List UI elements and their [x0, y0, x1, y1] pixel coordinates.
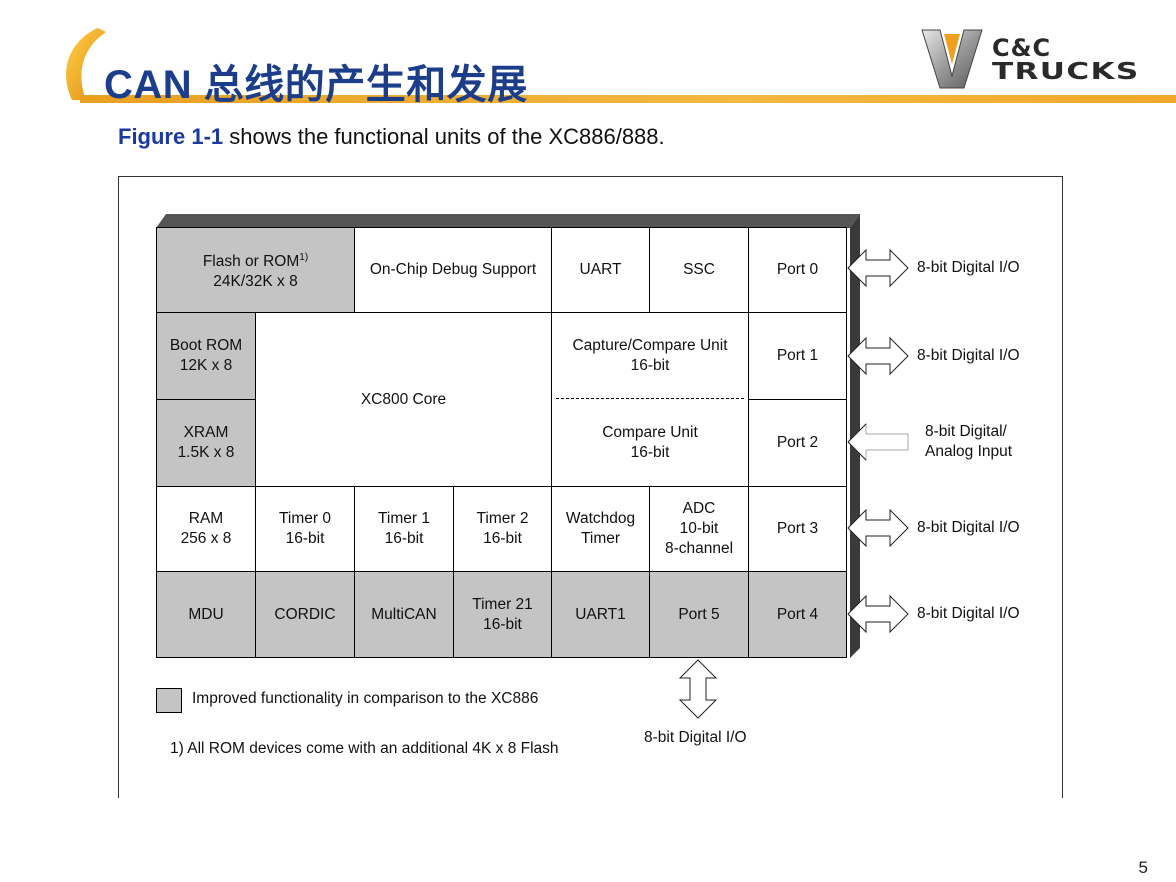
title-swoosh: [66, 28, 106, 100]
uart1-block: UART1: [551, 571, 650, 658]
port5-block: Port 5: [649, 571, 749, 658]
port3-io-label: 8-bit Digital I/O: [917, 519, 1020, 536]
port0-bidir-arrow: [847, 248, 909, 288]
page-number: 5: [1138, 858, 1148, 877]
timer21-block: Timer 21 16-bit: [453, 571, 552, 658]
compare-unit-label: Compare Unit 16-bit: [602, 424, 698, 461]
port4-block: Port 4: [748, 571, 847, 658]
ccu-label: Capture/Compare Unit 16-bit: [572, 337, 728, 374]
port0-block: Port 0: [748, 227, 847, 313]
ram-block: RAM 256 x 8: [156, 486, 256, 572]
port4-bidir-arrow: [847, 594, 909, 634]
ssc-block: SSC: [649, 227, 749, 313]
cordic-block: CORDIC: [255, 571, 355, 658]
timer2-block: Timer 2 16-bit: [453, 486, 552, 572]
brand-logo-text: C&C TRUCKS: [992, 34, 1138, 84]
header-underline-bar: [80, 95, 1176, 103]
adc-block: ADC 10-bit 8-channel: [649, 486, 749, 572]
logo-line2: TRUCKS: [992, 59, 1140, 85]
header-decoration: [66, 28, 1176, 103]
port0-io-label: 8-bit Digital I/O: [917, 259, 1020, 276]
caption-text: shows the functional units of the XC886/…: [223, 124, 665, 149]
timer1-block: Timer 1 16-bit: [354, 486, 454, 572]
logo-line1: C&C: [992, 34, 1052, 62]
ccu-divider-dashed: [556, 398, 744, 399]
figure-frame: [118, 176, 1063, 798]
timer0-block: Timer 0 16-bit: [255, 486, 355, 572]
legend-swatch: [156, 688, 182, 713]
legend-text: Improved functionality in comparison to …: [192, 690, 539, 707]
flash-rom-label: Flash or ROM1)24K/32K x 8: [202, 251, 309, 291]
cc-trucks-logo-icon: [921, 29, 983, 89]
uart-block: UART: [551, 227, 650, 313]
port3-bidir-arrow: [847, 508, 909, 548]
xc800-core-block: XC800 Core: [255, 312, 552, 487]
boot-rom-block: Boot ROM 12K x 8: [156, 312, 256, 400]
page-title: CAN 总线的产生和发展: [104, 63, 528, 107]
port1-bidir-arrow: [847, 336, 909, 376]
flash-rom-block: Flash or ROM1)24K/32K x 8: [156, 227, 355, 313]
port2-io-label: 8-bit Digital/ Analog Input: [925, 423, 1013, 460]
footnote-text: 1) All ROM devices come with an addition…: [170, 740, 559, 757]
port1-block: Port 1: [748, 312, 847, 400]
port1-io-label: 8-bit Digital I/O: [917, 347, 1020, 364]
port5-io-label: 8-bit Digital I/O: [644, 729, 747, 746]
chip-3d-shadow: [156, 214, 860, 658]
port4-io-label: 8-bit Digital I/O: [917, 605, 1020, 622]
port2-input-arrow: [847, 422, 909, 462]
multican-block: MultiCAN: [354, 571, 454, 658]
figure-reference-link[interactable]: Figure 1-1: [118, 124, 224, 149]
figure-caption: Figure 1-1 shows the functional units of…: [118, 124, 665, 150]
xram-block: XRAM 1.5K x 8: [156, 399, 256, 487]
mdu-block: MDU: [156, 571, 256, 658]
ccu-compare-container: [551, 312, 749, 487]
port5-bidir-arrow: [678, 659, 718, 719]
ocds-block: On-Chip Debug Support: [354, 227, 552, 313]
port3-block: Port 3: [748, 486, 847, 572]
port2-block: Port 2: [748, 399, 847, 487]
